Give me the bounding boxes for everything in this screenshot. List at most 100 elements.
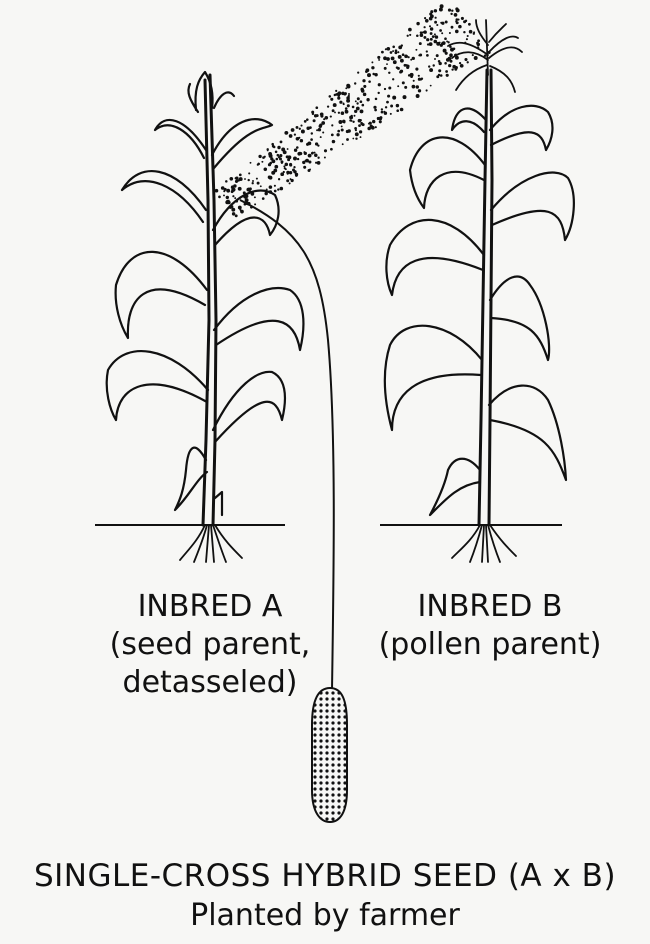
pollen-dot (266, 189, 268, 191)
pollen-dot (294, 149, 297, 152)
pollen-dot (254, 196, 256, 198)
pollen-dot (387, 95, 390, 98)
pollen-cloud-icon (214, 4, 491, 217)
pollen-dot (322, 131, 324, 133)
pollen-dot (354, 115, 356, 117)
pollen-dot (467, 61, 469, 63)
pollen-dot (393, 60, 397, 64)
pollen-dot (357, 71, 359, 73)
pollen-dot (474, 56, 478, 60)
pollen-dot (319, 125, 322, 128)
pollen-dot (299, 152, 302, 155)
pollen-dot (445, 21, 448, 24)
pollen-dot (472, 54, 474, 56)
pollen-dot (321, 121, 325, 125)
pollen-dot (360, 136, 362, 138)
pollen-dot (402, 53, 405, 56)
pollen-dot (400, 59, 404, 63)
pollen-dot (303, 166, 306, 169)
pollen-dot (420, 33, 424, 37)
pollen-dot (262, 156, 265, 159)
pollen-dot (397, 85, 399, 87)
pollen-dot (323, 118, 325, 120)
pollen-dot (333, 140, 335, 142)
pollen-dot (435, 17, 437, 19)
inbred-a-role-line2: detasseled) (60, 664, 360, 702)
pollen-dot (449, 46, 452, 49)
pollen-dot (377, 118, 379, 120)
pollen-dot (358, 124, 361, 127)
pollen-dot (308, 160, 311, 163)
pollen-dot (333, 103, 337, 107)
pollen-dot (433, 40, 437, 44)
pollen-dot (360, 100, 363, 103)
pollen-dot (329, 95, 332, 98)
pollen-dot (400, 70, 403, 73)
pollen-dot (227, 201, 231, 205)
pollen-dot (280, 187, 284, 191)
pollen-dot (226, 196, 229, 199)
pollen-dot (438, 60, 441, 63)
pollen-dot (231, 208, 235, 212)
pollen-dot (232, 195, 234, 197)
pollen-dot (287, 148, 289, 150)
pollen-dot (359, 130, 362, 133)
pollen-dot (257, 164, 259, 166)
pollen-dot (331, 134, 334, 137)
pollen-dot (454, 68, 457, 71)
pollen-dot (269, 176, 273, 180)
pollen-dot (291, 128, 295, 132)
pollen-dot (430, 32, 433, 35)
pollen-dot (236, 200, 239, 203)
pollen-dot (451, 68, 453, 70)
pollen-dot (386, 63, 388, 65)
pollen-dot (439, 8, 443, 12)
pollen-dot (392, 96, 396, 100)
pollen-dot (426, 89, 428, 91)
pollen-dot (383, 56, 387, 60)
pollen-dot (251, 192, 255, 196)
pollen-dot (274, 165, 278, 169)
pollen-dot (273, 146, 276, 149)
pollen-dot (390, 105, 393, 108)
pollen-dot (245, 198, 249, 202)
pollen-dot (396, 104, 399, 107)
inbred-b-plant-icon (385, 20, 574, 562)
pollen-dot (317, 161, 321, 165)
pollen-dot (466, 38, 468, 40)
pollen-dot (355, 100, 357, 102)
pollen-dot (418, 78, 421, 81)
pollen-dot (407, 56, 409, 58)
pollen-dot (269, 185, 273, 189)
pollen-dot (223, 194, 225, 196)
pollen-dot (415, 68, 418, 71)
pollen-dot (363, 85, 366, 88)
pollen-dot (358, 119, 362, 123)
pollen-dot (386, 47, 390, 51)
pollen-dot (405, 64, 407, 66)
pollen-dot (429, 68, 433, 72)
pollen-dot (468, 23, 471, 26)
pollen-dot (277, 154, 280, 157)
pollen-dot (484, 54, 487, 57)
pollen-dot (279, 158, 282, 161)
pollen-dot (445, 70, 448, 73)
pollen-dot (467, 35, 469, 37)
pollen-dot (287, 173, 289, 175)
pollen-dot (320, 112, 324, 116)
roots-icon (180, 525, 242, 562)
pollen-dot (435, 35, 438, 38)
pollen-dot (314, 153, 318, 157)
pollen-dot (281, 160, 284, 163)
pollen-dot (349, 119, 351, 121)
pollen-dot (308, 154, 312, 158)
pollen-dot (488, 51, 491, 54)
pollen-dot (294, 133, 296, 135)
pollen-dot (315, 142, 318, 145)
pollen-dot (271, 143, 274, 146)
pollen-dot (225, 180, 228, 183)
pollen-dot (391, 56, 395, 60)
pollen-dot (268, 152, 272, 156)
pollen-dot (378, 59, 380, 61)
pollen-dot (409, 34, 411, 36)
